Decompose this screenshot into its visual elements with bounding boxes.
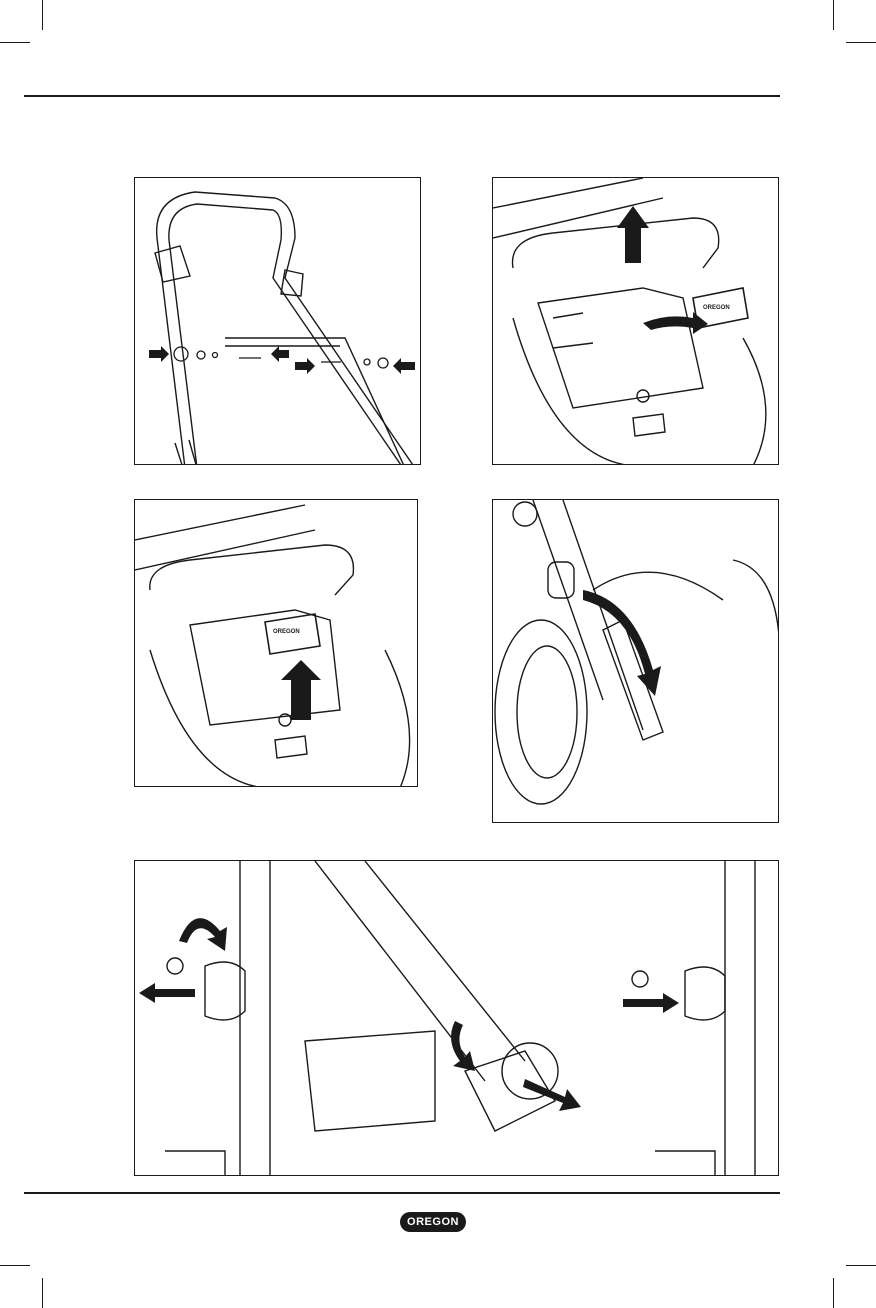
crop-mark (42, 1278, 43, 1308)
figure-height-adjust (492, 499, 779, 823)
handle-bolt-assembly-icon (135, 178, 421, 465)
crop-mark (833, 1278, 834, 1308)
crop-mark (0, 42, 30, 43)
figure-battery-insert: OREGON (134, 499, 418, 787)
battery-removal-icon: OREGON (493, 178, 779, 465)
battery-insertion-icon: OREGON (135, 500, 418, 787)
crop-mark (846, 1265, 876, 1266)
battery-brand-label: OREGON (273, 629, 300, 635)
figure-handle-knobs (134, 860, 779, 1176)
figure-handle-assembly (134, 177, 421, 465)
oregon-logo: OREGON (400, 1212, 466, 1232)
crop-mark (833, 0, 834, 30)
figure-battery-remove: OREGON (492, 177, 779, 465)
handle-knob-release-icon (135, 861, 779, 1176)
crop-mark (846, 42, 876, 43)
header-rule (24, 95, 780, 97)
footer-rule (24, 1192, 780, 1194)
cutting-height-lever-icon (493, 500, 779, 823)
crop-mark (0, 1265, 30, 1266)
crop-mark (42, 0, 43, 30)
battery-brand-label: OREGON (703, 305, 730, 311)
